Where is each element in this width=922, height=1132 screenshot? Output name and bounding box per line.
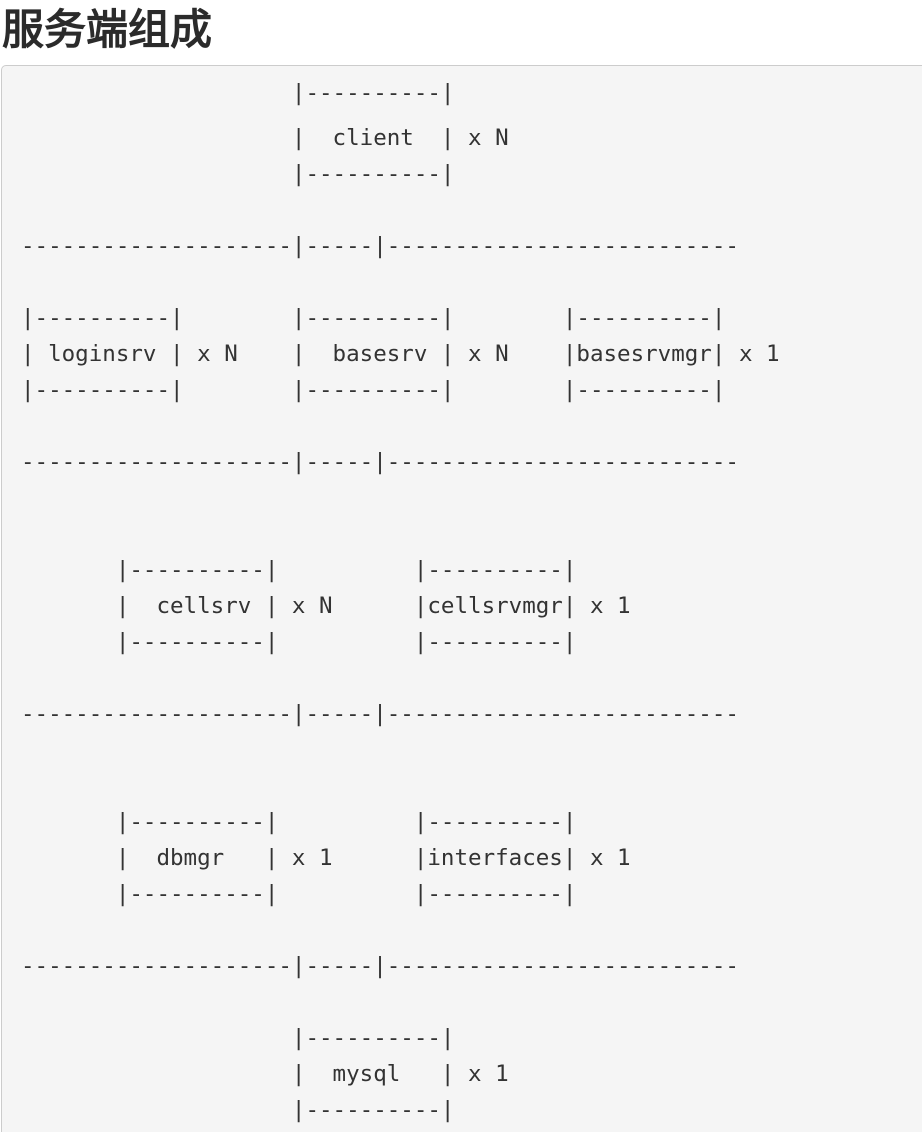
diagram-line: | dbmgr | x 1 |interfaces| x 1 — [21, 845, 631, 871]
diagram-line: |----------| — [21, 1097, 455, 1123]
diagram-line: |----------| — [21, 1025, 455, 1051]
diagram-line: |----------| |----------| |----------| — [21, 377, 726, 403]
diagram-line: |----------| — [21, 161, 455, 187]
diagram-line: |----------| — [21, 80, 455, 106]
diagram-line: |----------| |----------| — [21, 629, 577, 655]
separator-line: --------------------|-----|-------------… — [21, 449, 739, 475]
diagram-line: | cellsrv | x N |cellsrvmgr| x 1 — [21, 593, 631, 619]
separator-line: --------------------|-----|-------------… — [21, 701, 739, 727]
separator-line: --------------------|-----|-------------… — [21, 953, 739, 979]
diagram-line: |----------| |----------| — [21, 881, 577, 907]
diagram-line: |----------| |----------| — [21, 809, 577, 835]
diagram-line: | loginsrv | x N | basesrv | x N |basesr… — [21, 341, 780, 367]
separator-line: --------------------|-----|-------------… — [21, 233, 739, 259]
diagram-line: |----------| |----------| |----------| — [21, 305, 726, 331]
diagram-line: |----------| |----------| — [21, 557, 577, 583]
section-heading: 服务端组成 — [2, 5, 213, 54]
diagram-line: | client | x N — [21, 125, 509, 151]
code-block: |----------| | client | x N |----------|… — [1, 65, 922, 1132]
diagram-line: | mysql | x 1 — [21, 1061, 509, 1087]
